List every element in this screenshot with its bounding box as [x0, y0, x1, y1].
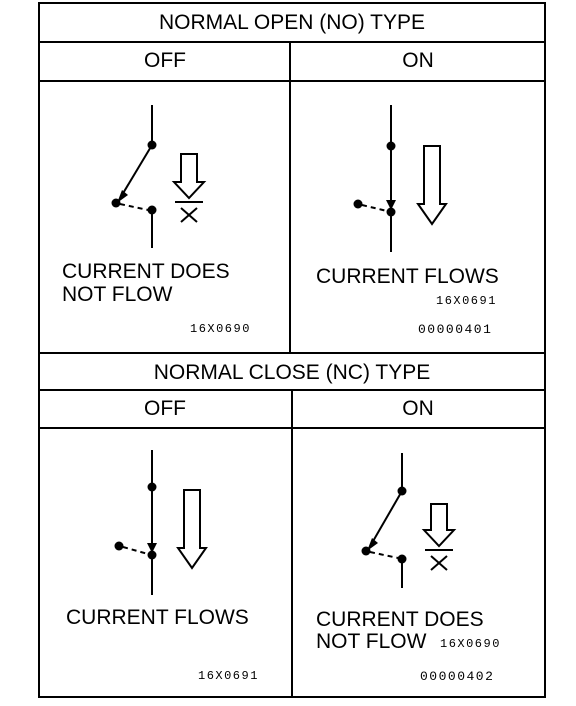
current-flow-arrow-icon	[176, 489, 208, 570]
nc-off-caption: CURRENT FLOWS	[66, 606, 249, 629]
pivot-contact	[114, 541, 124, 551]
lower-contact	[386, 207, 396, 217]
blade-arrowhead	[367, 538, 378, 551]
dashed-link	[369, 551, 399, 559]
switch-blade	[121, 144, 153, 196]
no-off-header: OFF	[144, 49, 186, 72]
divider	[38, 80, 546, 82]
nc-title: NORMAL CLOSE (NC) TYPE	[153, 361, 431, 384]
blade-arrowhead	[117, 190, 128, 203]
divider	[38, 41, 546, 43]
lower-contact	[147, 550, 157, 560]
blade-arrowhead	[386, 200, 396, 210]
column-divider	[289, 41, 291, 354]
nc-on-document-code: 00000402	[420, 669, 495, 684]
switch-blade	[371, 490, 403, 544]
dashed-link	[122, 546, 149, 555]
column-divider	[291, 389, 293, 698]
nc-off-switch-diagram	[114, 450, 157, 595]
pivot-contact	[353, 199, 363, 209]
nc-on-caption-line2: NOT FLOW	[316, 630, 427, 653]
nc-on-figure-code: 16X0690	[440, 637, 501, 651]
no-on-document-code: 00000401	[418, 322, 493, 337]
upper-contact	[147, 482, 157, 492]
no-flow-arrow-icon	[421, 503, 457, 571]
pivot-contact	[111, 198, 121, 208]
no-on-switch-diagram	[353, 105, 396, 252]
no-on-figure-code: 16X0691	[436, 294, 497, 308]
no-off-switch-diagram	[111, 105, 157, 248]
no-title: NORMAL OPEN (NO) TYPE	[158, 11, 426, 34]
no-flow-arrow-icon	[171, 153, 207, 223]
nc-on-header: ON	[402, 397, 434, 420]
nc-off-figure-code: 16X0691	[198, 669, 259, 683]
dashed-link	[119, 203, 149, 211]
blade-arrowhead	[147, 543, 157, 553]
dashed-link	[361, 204, 388, 212]
no-on-caption: CURRENT FLOWS	[316, 265, 499, 288]
nc-on-switch-diagram	[361, 453, 407, 588]
current-flow-arrow-icon	[416, 145, 448, 226]
no-off-figure-code: 16X0690	[190, 322, 251, 336]
nc-off-header: OFF	[144, 397, 186, 420]
no-on-header: ON	[402, 49, 434, 72]
nc-on-caption-line1: CURRENT DOES	[316, 608, 484, 631]
upper-contact	[386, 141, 396, 151]
no-off-caption: CURRENT DOES NOT FLOW	[62, 260, 230, 306]
pivot-contact	[361, 546, 371, 556]
